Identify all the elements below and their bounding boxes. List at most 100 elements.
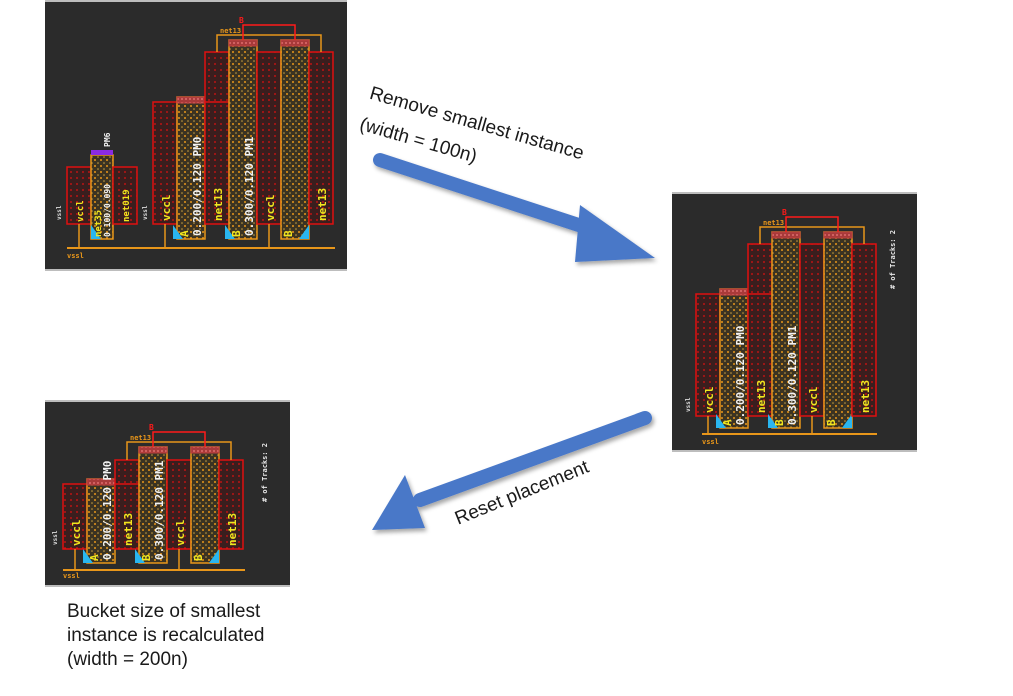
supply-rail-label: vssl bbox=[63, 572, 80, 580]
supply-rail-label: vssl bbox=[702, 438, 719, 446]
gate-cap bbox=[91, 150, 113, 155]
gate-poly bbox=[138, 446, 168, 564]
gate-net-label: B bbox=[149, 423, 154, 432]
gate-net-wire bbox=[242, 24, 296, 40]
gate-net-wire bbox=[785, 216, 839, 232]
source-label: vccl bbox=[76, 200, 86, 222]
contact-marker bbox=[768, 414, 778, 428]
gate-label: B bbox=[230, 230, 243, 237]
gate-net-label: B bbox=[239, 16, 244, 25]
gate-label: B bbox=[773, 419, 786, 426]
gate-cap bbox=[771, 231, 801, 239]
caption: Bucket size of smallest instance is reca… bbox=[67, 600, 265, 672]
reset-arrow-icon bbox=[372, 411, 652, 530]
gate-cap bbox=[280, 39, 310, 47]
source-label: vccl bbox=[807, 387, 820, 414]
gate-label: A bbox=[88, 554, 101, 561]
drain-diffusion bbox=[112, 166, 138, 225]
gate-net-wire bbox=[152, 431, 206, 447]
drain-label: net13 bbox=[212, 188, 225, 221]
instance-size-name-label: 0.300/0.120 PM1 bbox=[243, 136, 256, 236]
caption-line-1: Bucket size of smallest bbox=[67, 601, 261, 622]
instance-size-name-label: 0.300/0.120 PM1 bbox=[153, 460, 166, 560]
bridge-net-wire bbox=[126, 441, 232, 460]
caption-line-3: (width = 200n) bbox=[67, 649, 188, 670]
drain-diffusion bbox=[308, 51, 334, 225]
gate-cap bbox=[228, 39, 258, 47]
side-rail-label: vssl bbox=[56, 205, 63, 220]
size-label: 0.100/0.090 bbox=[103, 184, 112, 237]
gate-label: net35 bbox=[94, 210, 104, 237]
source-label: vccl bbox=[264, 195, 277, 222]
bridge-net-wire bbox=[216, 34, 322, 52]
contact-marker bbox=[209, 549, 219, 563]
drain-label: net13 bbox=[316, 188, 329, 221]
instance-size-name-label: 0.200/0.120 PM0 bbox=[101, 461, 114, 560]
bridge-net-label: net13 bbox=[130, 434, 151, 442]
gate-label: B bbox=[140, 554, 153, 561]
drain-label: net13 bbox=[859, 380, 872, 413]
tracks-label: # of Tracks: 2 bbox=[261, 443, 269, 502]
gate-poly bbox=[228, 39, 258, 240]
drain-diffusion bbox=[851, 243, 877, 417]
gate-label: A bbox=[178, 230, 191, 237]
diffusion bbox=[114, 459, 140, 550]
contact-marker bbox=[91, 225, 101, 239]
gate-cap bbox=[190, 446, 220, 454]
source-label: vccl bbox=[70, 520, 83, 547]
gate-label: B bbox=[192, 554, 205, 561]
drain-label: net13 bbox=[226, 513, 239, 546]
contact-marker bbox=[299, 225, 309, 239]
instance-size-name-label: 0.200/0.120 PM0 bbox=[191, 137, 204, 236]
contact-marker bbox=[716, 414, 726, 428]
drain-label: net019 bbox=[122, 189, 132, 222]
instance-name-label: PM6 bbox=[103, 132, 112, 147]
gate-poly bbox=[280, 39, 310, 240]
remove-arrow-icon bbox=[373, 153, 655, 262]
bridge-net-label: net13 bbox=[763, 219, 784, 227]
gate-poly bbox=[823, 231, 853, 429]
gate-cap bbox=[176, 96, 206, 104]
supply-rail-label: vssl bbox=[67, 252, 84, 260]
side-rail-label: vssl bbox=[685, 397, 692, 412]
contact-marker bbox=[83, 549, 93, 563]
gate-label: A bbox=[721, 419, 734, 426]
gate-poly bbox=[190, 446, 220, 564]
source-label: vccl bbox=[160, 195, 173, 222]
side-rail-label: vssl bbox=[52, 530, 59, 545]
bridge-net-label: net13 bbox=[220, 27, 241, 35]
source-label: vccl bbox=[703, 387, 716, 414]
diffusion bbox=[799, 243, 825, 417]
gate-label: B bbox=[825, 419, 838, 426]
diffusion bbox=[695, 293, 721, 417]
caption-line-2: instance is recalculated bbox=[67, 625, 265, 646]
instance-size-name-label: 0.300/0.120 PM1 bbox=[786, 325, 799, 425]
drain-label: net13 bbox=[122, 513, 135, 546]
contact-marker bbox=[225, 225, 235, 239]
side-rail-label: vssl bbox=[142, 205, 149, 220]
source-label: vccl bbox=[174, 520, 187, 547]
reset-arrow-label: Reset placement bbox=[452, 456, 593, 530]
tracks-label: # of Tracks: 2 bbox=[889, 230, 897, 289]
gate-cap bbox=[138, 446, 168, 454]
instance-size-name-label: 0.200/0.120 PM0 bbox=[734, 326, 747, 425]
diffusion bbox=[152, 101, 178, 225]
contact-marker bbox=[842, 414, 852, 428]
